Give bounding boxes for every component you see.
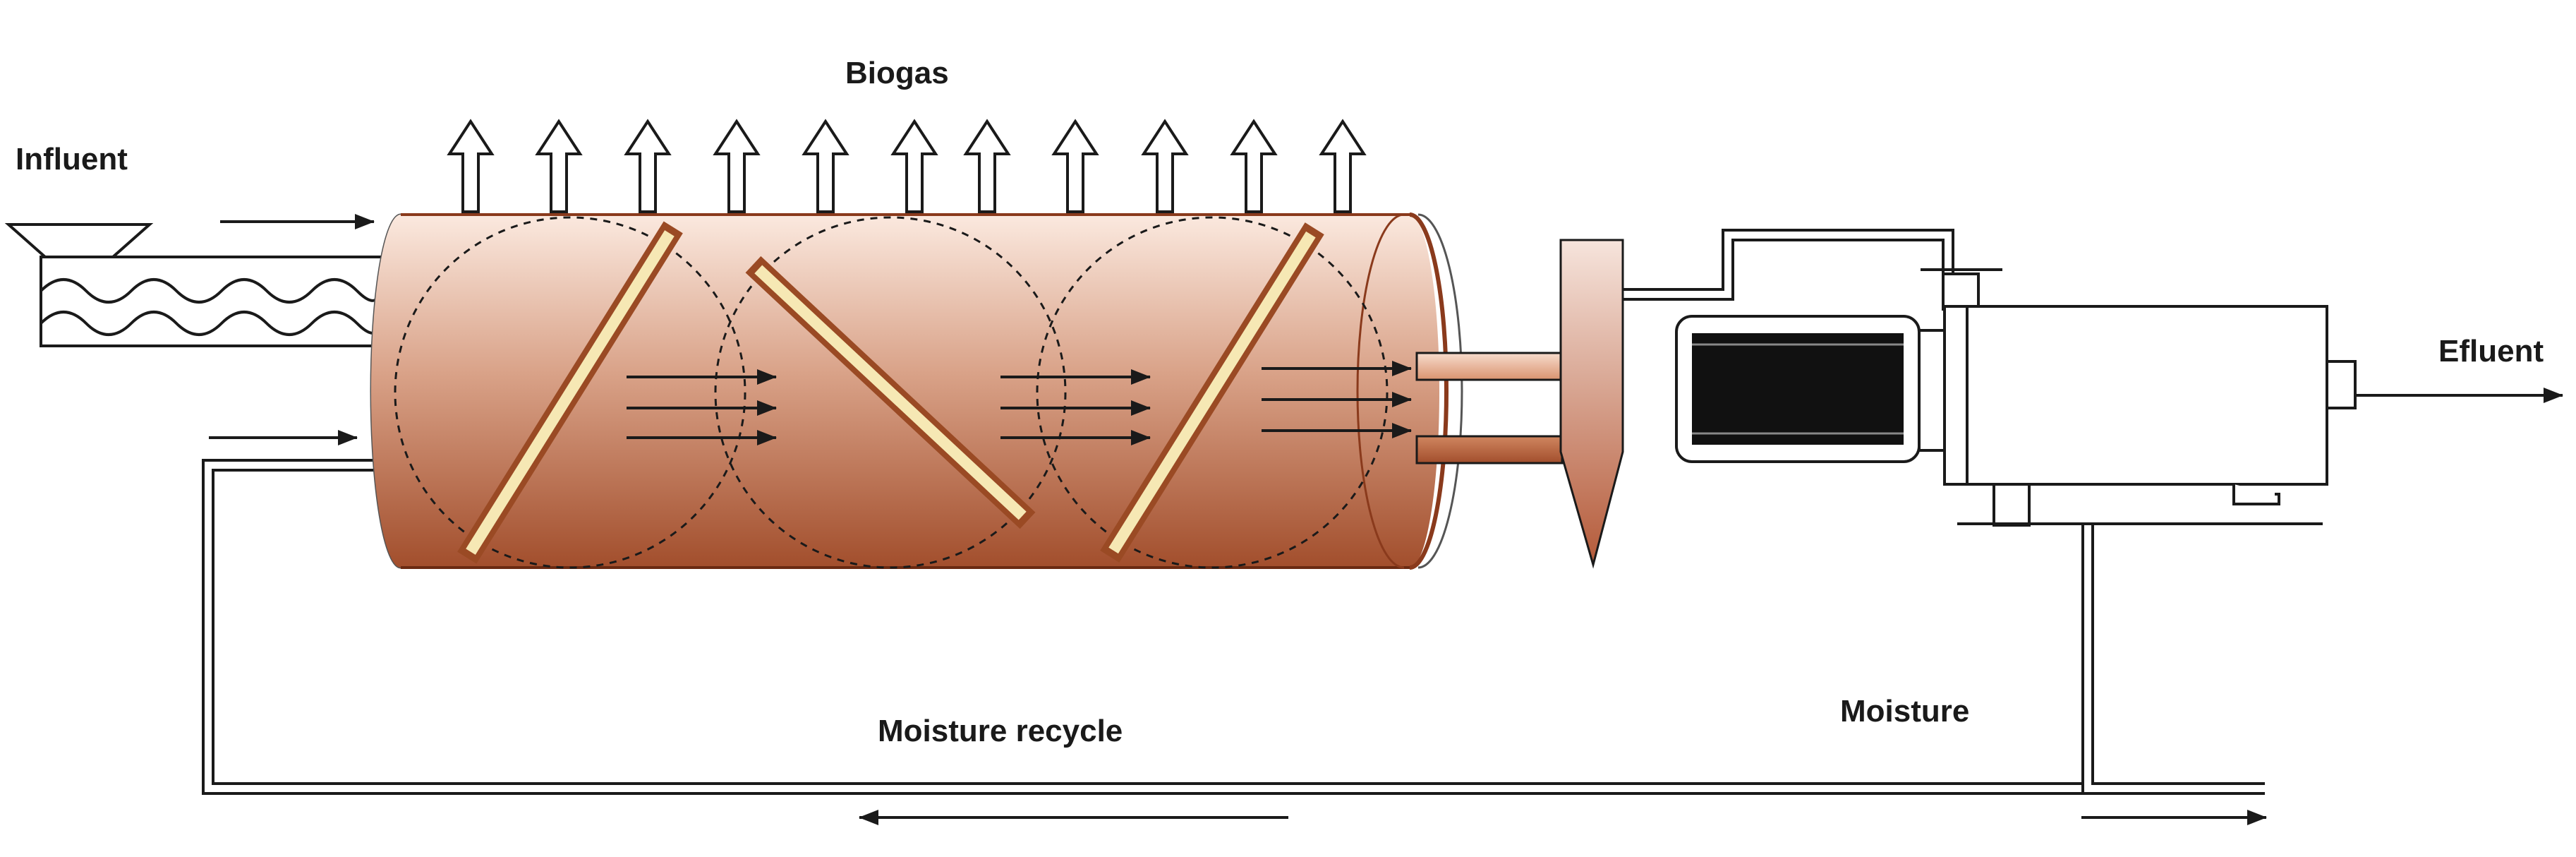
influent-arrows [209, 214, 375, 445]
rotation-zones [394, 216, 1389, 569]
mixing-paddles [457, 221, 1324, 564]
feed-hopper [4, 223, 154, 258]
biogas-up-arrow-icon [624, 119, 672, 213]
separator-unit [1559, 239, 1624, 569]
biogas-label: Biogas [845, 56, 949, 90]
biogas-up-arrow-icon [713, 119, 761, 213]
biogas-up-arrow-icon [1230, 119, 1278, 213]
output-shafts [1415, 352, 1564, 465]
biogas-up-arrow-icon [890, 119, 938, 213]
biogas-up-arrow-icon [447, 119, 495, 213]
screw-conveyor [40, 256, 384, 347]
moisture-drain-pipe [2081, 524, 2265, 793]
moisture-recycle-pipe [202, 459, 2265, 795]
biogas-up-arrow-icon [535, 119, 583, 213]
dewatering-unit [1921, 268, 2357, 527]
effluent-label: Efluent [2438, 334, 2544, 368]
biogas-up-arrow-icon [963, 119, 1011, 213]
motor [1675, 315, 1946, 463]
biogas-up-arrow-icon [1141, 119, 1189, 213]
biogas-up-arrow-icon [1319, 119, 1367, 213]
biogas-up-arrow-icon [1051, 119, 1099, 213]
moisture-label: Moisture [1840, 694, 1970, 729]
biogas-up-arrow-icon [802, 119, 849, 213]
moisture-recycle-label: Moisture recycle [878, 714, 1123, 748]
biogas-arrows [447, 119, 1367, 213]
influent-label: Influent [16, 142, 128, 176]
flow-arrows [627, 361, 1412, 445]
connection-pipe [1623, 229, 1954, 301]
